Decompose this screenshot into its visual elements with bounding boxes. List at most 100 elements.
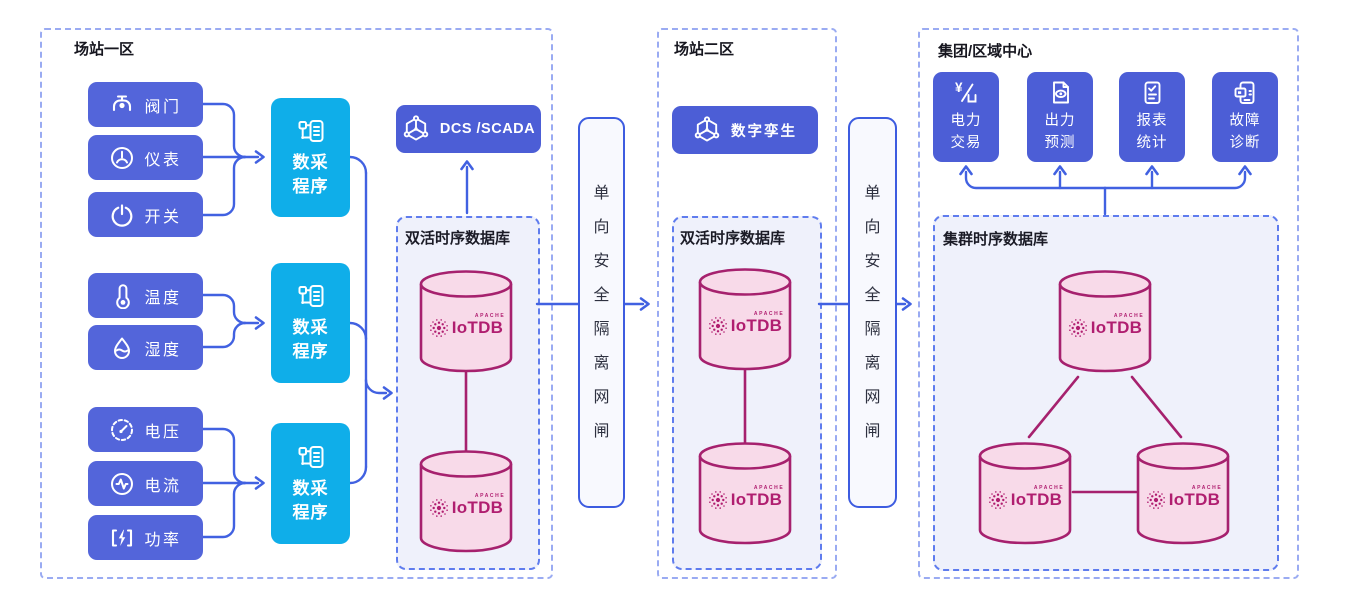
security-gateway-1: 单向安全隔离网闸 [578, 117, 625, 508]
app-output-forecast: 出力 预测 [1027, 72, 1093, 162]
iotdb-label: IoTDB [1090, 318, 1143, 337]
station1-title: 场站一区 [74, 41, 135, 58]
iotdb-label: IoTDB [1010, 490, 1063, 509]
voltage-icon [111, 418, 134, 441]
iotdb-spark-icon [988, 490, 1008, 510]
app-label-line2: 交易 [950, 135, 982, 151]
sensor-label: 电流 [144, 477, 182, 495]
station2-db-title: 双活时序数据库 [680, 230, 786, 247]
apache-label: APACHE [753, 485, 785, 491]
iotdb-spark-icon [1068, 318, 1088, 338]
app-report-statistics: 报表 统计 [1119, 72, 1185, 162]
valve-icon [113, 94, 132, 111]
app-label-line1: 故障 [1229, 113, 1261, 130]
power-icon [112, 203, 133, 227]
collector-label-line2: 程序 [292, 342, 329, 361]
diagnosis-icon [1234, 81, 1254, 105]
collector-label-line1: 数采 [292, 318, 329, 338]
collector-program-2: 数采 程序 [271, 263, 350, 383]
iotdb-label: IoTDB [1168, 490, 1221, 509]
iotdb-spark-icon [708, 316, 728, 336]
thermometer-icon [116, 283, 131, 309]
gateway-label: 单向安全隔离网闸 [864, 184, 881, 440]
sensor-gauge: 仪表 [88, 135, 203, 180]
center-title: 集团/区域中心 [938, 43, 1033, 60]
app-label-line1: 电力 [950, 113, 982, 130]
station2-title: 场站二区 [674, 41, 735, 58]
svg-text:¥: ¥ [955, 80, 964, 95]
forecast-icon [1052, 81, 1069, 104]
collector-label-line1: 数采 [292, 152, 329, 172]
data-collection-icon [298, 119, 323, 142]
droplet-icon [114, 337, 131, 359]
apache-label: APACHE [474, 313, 506, 319]
sensor-switch: 开关 [88, 192, 203, 237]
app-label-line1: 报表 [1136, 113, 1168, 130]
data-collection-icon [298, 445, 323, 468]
collector-program-3: 数采 程序 [271, 423, 350, 544]
digital-twin-box: 数字孪生 [672, 106, 818, 154]
gateway-label: 单向安全隔离网闸 [593, 184, 610, 440]
network-icon [693, 116, 721, 144]
sensor-valve: 阀门 [88, 82, 203, 127]
sensor-label: 阀门 [144, 98, 182, 116]
dcs-scada-box: DCS /SCADA [396, 105, 541, 153]
sensor-voltage: 电压 [88, 407, 203, 452]
sensor-current: 电流 [88, 461, 203, 506]
apache-label: APACHE [1191, 485, 1223, 491]
sensor-label: 电压 [144, 423, 182, 441]
sensor-label: 湿度 [144, 341, 182, 359]
collector-program-1: 数采 程序 [271, 98, 350, 217]
apache-label: APACHE [1033, 485, 1065, 491]
collector-label-line2: 程序 [292, 502, 329, 522]
apache-label: APACHE [1113, 313, 1145, 319]
data-collection-icon [298, 285, 323, 308]
report-icon [1144, 81, 1160, 105]
app-label-line2: 预测 [1044, 135, 1076, 151]
app-fault-diagnosis: 故障 诊断 [1212, 72, 1278, 162]
sensor-power: 功率 [88, 515, 203, 560]
sensor-label: 开关 [144, 208, 182, 226]
iotdb-label: IoTDB [451, 318, 504, 337]
digital-twin-label: 数字孪生 [731, 123, 797, 140]
power-trade-icon: ¥ [955, 80, 976, 103]
iotdb-spark-icon [429, 318, 449, 338]
app-label-line1: 出力 [1044, 113, 1076, 130]
iotdb-label: IoTDB [451, 498, 504, 517]
sensor-temperature: 温度 [88, 273, 203, 318]
network-icon [402, 115, 430, 143]
app-power-trading: ¥ 电力 交易 [933, 72, 999, 162]
app-label-line2: 统计 [1136, 135, 1168, 151]
dcs-scada-label: DCS /SCADA [439, 121, 536, 137]
station1-db-title: 双活时序数据库 [405, 230, 511, 247]
power-bracket-icon [112, 528, 133, 547]
iotdb-spark-icon [708, 490, 728, 510]
apache-label: APACHE [753, 311, 785, 317]
sensor-label: 温度 [144, 289, 182, 307]
current-icon [111, 472, 134, 495]
apache-label: APACHE [474, 493, 506, 499]
iotdb-spark-icon [1146, 490, 1166, 510]
iotdb-label: IoTDB [730, 316, 783, 335]
collector-label-line2: 程序 [292, 176, 329, 196]
sensor-humidity: 湿度 [88, 325, 203, 370]
sensor-label: 仪表 [144, 151, 182, 169]
iotdb-spark-icon [429, 498, 449, 518]
sensor-label: 功率 [144, 531, 182, 549]
gauge-icon [111, 146, 134, 169]
